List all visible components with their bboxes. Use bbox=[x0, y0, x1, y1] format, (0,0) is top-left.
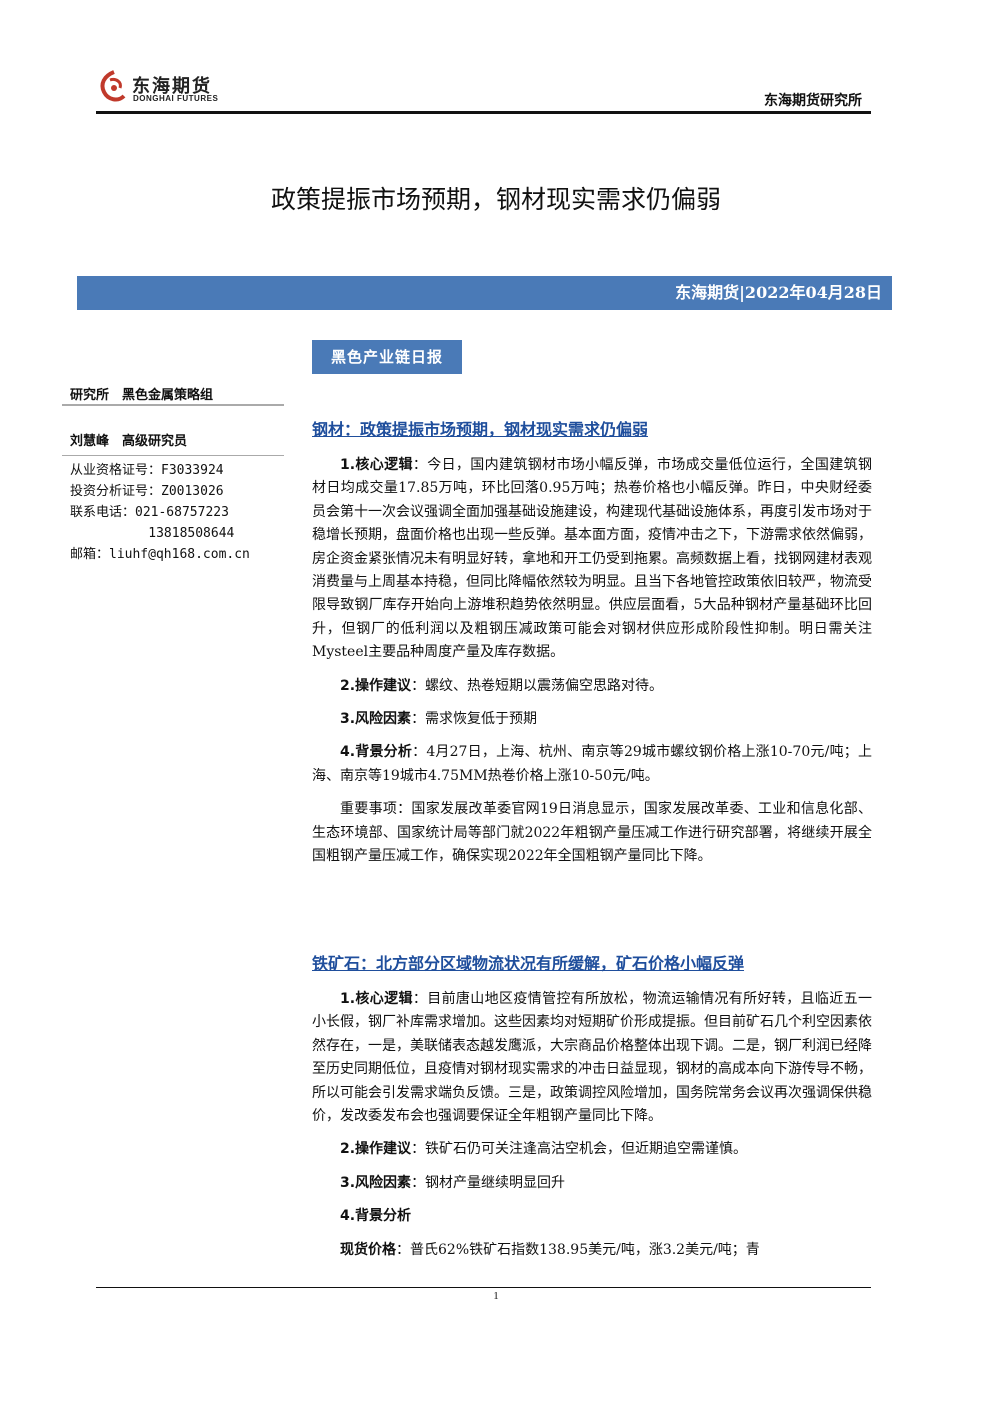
steel-core-logic: 1.核心逻辑：今日，国内建筑钢材市场小幅反弹，市场成交量低位运行，全国建筑钢材日… bbox=[312, 454, 872, 665]
paragraph-text: ：4月27日，上海、杭州、南京等29城市螺纹钢价格上涨10-70元/吨；上海、南… bbox=[312, 744, 872, 784]
paragraph-label: 1.核心逻辑 bbox=[340, 991, 413, 1007]
ore-risk-factors: 3.风险因素：钢材产量继续明显回升 bbox=[312, 1172, 872, 1195]
date-bar-text: 东海期货|2022年04月28日 bbox=[675, 283, 882, 302]
header-divider bbox=[96, 111, 871, 114]
steel-risk-factors: 3.风险因素：需求恢复低于预期 bbox=[312, 708, 872, 731]
phone-number: 联系电话：021-68757223 bbox=[70, 505, 229, 520]
qualification-number: 从业资格证号：F3033924 bbox=[70, 463, 224, 478]
logo-text-cn: 东海期货 bbox=[132, 76, 212, 97]
section-title-iron-ore[interactable]: 铁矿石：北方部分区域物流状况有所缓解，矿石价格小幅反弹 bbox=[312, 954, 745, 973]
paragraph-label: 现货价格 bbox=[340, 1241, 396, 1258]
paragraph-text: 重要事项：国家发展改革委官网19日消息显示，国家发展改革委、工业和信息化部、生态… bbox=[312, 801, 872, 865]
paragraph-text: ：普氏62%铁矿石指数138.95美元/吨，涨3.2美元/吨；青 bbox=[396, 1241, 760, 1258]
steel-operation-advice: 2.操作建议：螺纹、热卷短期以震荡偏空思路对待。 bbox=[312, 675, 872, 698]
paragraph-text: ：需求恢复低于预期 bbox=[411, 711, 538, 728]
paragraph-label: 2.操作建议 bbox=[340, 1141, 412, 1158]
sidebar-divider bbox=[62, 404, 284, 406]
paragraph-label: 4.背景分析 bbox=[340, 744, 413, 761]
paragraph-label: 1.核心逻辑 bbox=[340, 457, 413, 473]
consulting-number: 投资分析证号：Z0013026 bbox=[70, 484, 224, 499]
paragraph-text: ：今日，国内建筑钢材市场小幅反弹，市场成交量低位运行，全国建筑钢材日均成交量17… bbox=[312, 457, 872, 661]
steel-important-matters: 重要事项：国家发展改革委官网19日消息显示，国家发展改革委、工业和信息化部、生态… bbox=[312, 798, 872, 868]
analyst-contact-info: 从业资格证号：F3033924 投资分析证号：Z0013026 联系电话：021… bbox=[70, 460, 250, 565]
section-title-steel[interactable]: 钢材：政策提振市场预期，钢材现实需求仍偏弱 bbox=[312, 420, 649, 439]
company-logo: 东海期货 DONGHAI FUTURES bbox=[96, 66, 226, 110]
paragraph-label: 2.操作建议 bbox=[340, 677, 412, 694]
email-address[interactable]: 邮箱：liuhf@qh168.com.cn bbox=[70, 547, 250, 562]
mobile-number: 13818508644 bbox=[70, 526, 235, 541]
paragraph-text: ：目前唐山地区疫情管控有所放松，物流运输情况有所好转，且临近五一小长假，钢厂补库… bbox=[312, 991, 872, 1125]
ore-spot-price: 现货价格：普氏62%铁矿石指数138.95美元/吨，涨3.2美元/吨；青 bbox=[312, 1239, 872, 1262]
date-bar: 东海期货|2022年04月28日 bbox=[77, 276, 892, 310]
sidebar-dept: 研究所 黑色金属策略组 bbox=[70, 388, 214, 403]
paragraph-label: 3.风险因素 bbox=[340, 711, 412, 728]
logo-text-en: DONGHAI FUTURES bbox=[133, 94, 219, 103]
report-type-tag: 黑色产业链日报 bbox=[312, 340, 462, 374]
paragraph-label: 3.风险因素 bbox=[340, 1174, 412, 1191]
logo-mark-icon bbox=[100, 70, 126, 102]
steel-background: 4.背景分析：4月27日，上海、杭州、南京等29城市螺纹钢价格上涨10-70元/… bbox=[312, 741, 872, 788]
paragraph-text: ：铁矿石仍可关注逢高沽空机会，但近期追空需谨慎。 bbox=[411, 1141, 748, 1158]
footer-divider bbox=[96, 1287, 871, 1288]
section-iron-ore: 铁矿石：北方部分区域物流状况有所缓解，矿石价格小幅反弹 1.核心逻辑：目前唐山地… bbox=[312, 950, 872, 1262]
sidebar-divider-2 bbox=[62, 455, 284, 456]
paragraph-label: 4.背景分析 bbox=[340, 1208, 412, 1225]
institute-name: 东海期货研究所 bbox=[764, 93, 862, 109]
section-steel: 钢材：政策提振市场预期，钢材现实需求仍偏弱 1.核心逻辑：今日，国内建筑钢材市场… bbox=[312, 416, 872, 869]
ore-core-logic: 1.核心逻辑：目前唐山地区疫情管控有所放松，物流运输情况有所好转，且临近五一小长… bbox=[312, 988, 872, 1128]
sidebar-analyst: 刘慧峰 高级研究员 bbox=[70, 434, 188, 449]
paragraph-text: ：钢材产量继续明显回升 bbox=[411, 1174, 566, 1191]
ore-operation-advice: 2.操作建议：铁矿石仍可关注逢高沽空机会，但近期追空需谨慎。 bbox=[312, 1138, 872, 1161]
ore-background: 4.背景分析 bbox=[312, 1205, 872, 1228]
page-title: 政策提振市场预期，钢材现实需求仍偏弱 bbox=[270, 185, 721, 214]
page-number: 1 bbox=[493, 1290, 499, 1302]
paragraph-text: ：螺纹、热卷短期以震荡偏空思路对待。 bbox=[411, 677, 664, 694]
